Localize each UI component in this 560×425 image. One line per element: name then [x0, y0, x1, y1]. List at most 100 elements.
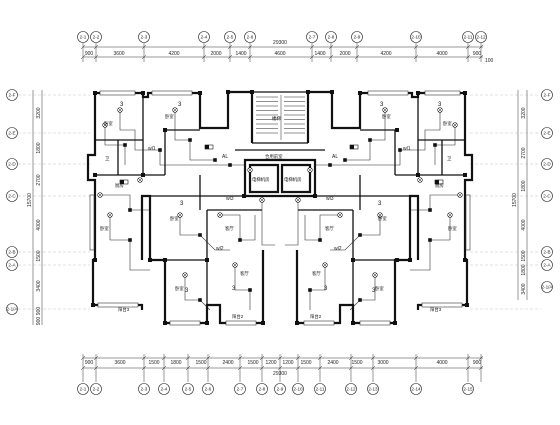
column [330, 90, 334, 94]
top-seg-6: 4600 [274, 51, 285, 57]
light-fixture-mark [373, 273, 377, 277]
svg-text:3: 3 [180, 201, 184, 207]
room-labels: 卧室 卧室 卧室 卧室 卧室 厨房 客厅 客厅 卫 阳台3 阳台2 卧室 卧室 … [100, 113, 457, 320]
wire-run [174, 110, 215, 161]
svg-text:1500: 1500 [521, 250, 527, 261]
distribution-box-fill [350, 145, 354, 149]
room-label-kitchen: 厨房 [115, 182, 124, 189]
light-fixture-mark [383, 108, 387, 112]
top-total-dimension: 29300 [273, 40, 287, 46]
switch-symbol [398, 148, 402, 152]
svg-text:1500: 1500 [148, 360, 159, 366]
column [148, 258, 152, 262]
room-label-elevator-room: 电梯机房 [252, 176, 270, 183]
svg-text:wl1: wl1 [403, 146, 411, 152]
room-label-kitchen: 厨房 [435, 182, 444, 189]
electrical-wiring [100, 110, 460, 311]
room-label-balcony: 阳台3 [118, 306, 130, 313]
svg-text:2-4: 2-4 [161, 387, 168, 392]
wire-run [434, 125, 456, 165]
column [465, 303, 469, 307]
column [141, 173, 145, 177]
svg-text:1500: 1500 [36, 250, 42, 261]
svg-text:1200: 1200 [265, 360, 276, 366]
wire-run [410, 194, 460, 211]
room-label-living: 客厅 [312, 270, 321, 277]
svg-text:900: 900 [36, 307, 42, 316]
svg-text:wl3: wl3 [226, 196, 234, 202]
room-label-living: 客厅 [325, 225, 334, 232]
column [242, 194, 246, 198]
column [226, 90, 230, 94]
svg-text:3: 3 [185, 288, 189, 294]
top-axis-label: 2-8 [328, 35, 335, 40]
svg-text:3600: 3600 [114, 360, 125, 366]
svg-text:4000: 4000 [521, 219, 527, 230]
svg-text:2-D: 2-D [543, 162, 551, 167]
room-label-balcony: 阳台3 [430, 306, 442, 313]
distribution-box-fill [120, 180, 124, 184]
top-dimension-ticks [80, 43, 484, 62]
svg-text:AL: AL [332, 154, 338, 160]
top-axis-label: 2-7 [309, 35, 316, 40]
column [358, 91, 362, 95]
lighting-fixtures [97, 107, 463, 302]
svg-text:1800: 1800 [170, 360, 181, 366]
wire-run [100, 194, 150, 211]
distribution-box-fill [435, 180, 439, 184]
column [408, 258, 412, 262]
left-axis-bubbles: 2-F 2-E 2-D 2-C 2-B 2-A 2-1/A [6, 89, 19, 315]
switch-symbol [428, 208, 432, 212]
top-axis-label: 2-5 [227, 35, 234, 40]
column [250, 90, 254, 94]
light-fixture-mark [178, 213, 182, 217]
switch-symbol [228, 163, 232, 167]
svg-text:4000: 4000 [36, 219, 42, 230]
column [93, 258, 97, 262]
svg-text:2-A: 2-A [543, 263, 551, 268]
column [463, 258, 467, 262]
svg-text:2-8: 2-8 [259, 387, 266, 392]
top-axis-label: 2-4 [201, 35, 208, 40]
svg-text:3200: 3200 [521, 107, 527, 118]
switch-symbol [188, 138, 192, 142]
svg-text:900: 900 [36, 317, 42, 326]
switch-symbol [308, 288, 312, 292]
top-seg-1: 900 [85, 51, 94, 57]
top-seg-9: 4200 [380, 51, 391, 57]
column [351, 258, 355, 262]
svg-text:2-9: 2-9 [277, 387, 284, 392]
light-fixture-mark [218, 213, 222, 217]
room-label-bedroom: 卧室 [104, 120, 113, 127]
svg-text:3400: 3400 [521, 283, 527, 294]
room-label-bedroom: 卧室 [170, 215, 179, 222]
column [395, 128, 399, 132]
top-extra-dimension: 100 [485, 58, 494, 64]
light-fixture-mark [108, 213, 112, 217]
structural-columns [91, 90, 469, 325]
top-seg-8: 2000 [339, 51, 350, 57]
top-axis-label: 2-9 [354, 35, 361, 40]
top-seg-3: 4200 [168, 51, 179, 57]
light-fixture-mark [378, 213, 382, 217]
top-axis-label: 2-12 [476, 35, 486, 40]
top-seg-2: 3600 [113, 51, 124, 57]
light-fixture-mark [323, 263, 327, 267]
circuit-numbers: 3 3 3 3 3 3 3 3 3 3 wl1 wl1 wl2 wl2 wl3 … [120, 102, 442, 294]
column [295, 321, 299, 325]
svg-text:3200: 3200 [36, 107, 42, 118]
column [163, 321, 167, 325]
right-total-dimension: 15700 [512, 193, 518, 207]
switch-symbol [128, 208, 132, 212]
wire-run [330, 110, 441, 166]
column [395, 258, 399, 262]
svg-text:2-13: 2-13 [368, 387, 378, 392]
wire-run [119, 110, 230, 166]
wire-run [304, 214, 340, 241]
svg-text:1200: 1200 [282, 360, 293, 366]
column [163, 128, 167, 132]
column [205, 258, 209, 262]
room-label-bedroom: 卧室 [375, 285, 384, 292]
svg-text:2-1/A: 2-1/A [7, 307, 19, 312]
switch-symbol [358, 298, 362, 302]
